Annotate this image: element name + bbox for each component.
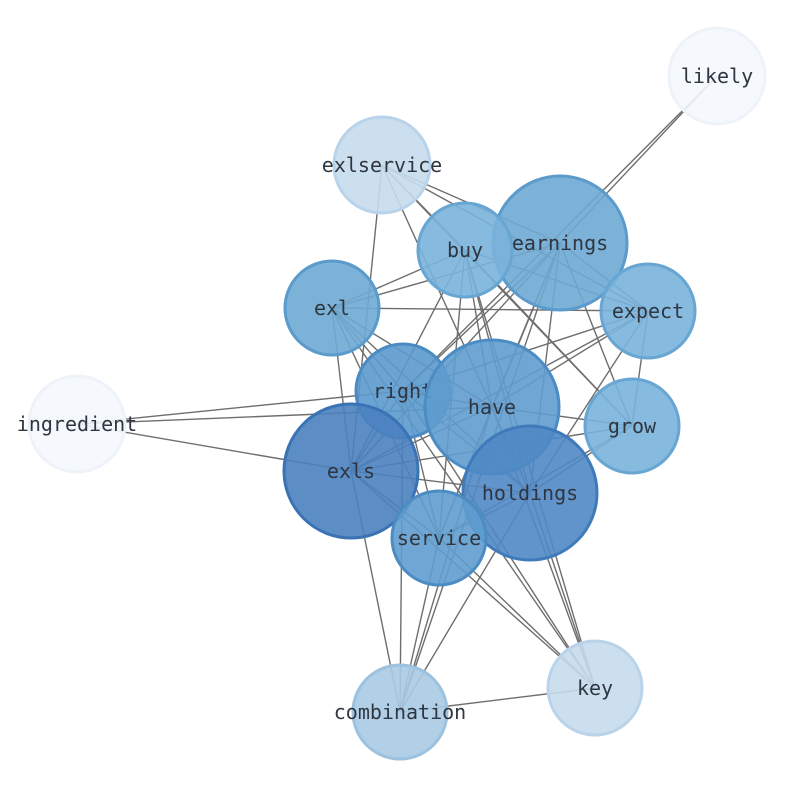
node-label-earnings: earnings (512, 231, 608, 255)
node-label-combination: combination (334, 700, 466, 724)
node-label-buy: buy (447, 238, 483, 262)
edge-expect-exl (331, 307, 649, 312)
node-circle-buy (416, 201, 514, 299)
node-exlservice: exlservice (322, 115, 442, 215)
node-layer: likely exlservice earnings buy expect exl righ… (17, 26, 767, 761)
node-circle-combination (351, 663, 449, 761)
node-circle-holdings (461, 424, 599, 562)
node-label-likely: likely (681, 64, 753, 88)
node-circle-ingredient (27, 374, 127, 474)
node-circle-exlservice (332, 115, 432, 215)
node-circle-exl (283, 259, 381, 357)
node-label-grow: grow (608, 414, 657, 438)
node-label-have: have (468, 395, 516, 419)
node-label-key: key (577, 676, 613, 700)
node-expect: expect (599, 262, 697, 360)
node-earnings: earnings (491, 174, 629, 312)
node-label-holdings: holdings (482, 481, 578, 505)
node-exls: exls (282, 402, 420, 540)
node-label-right: right (373, 379, 433, 403)
node-circle-service (390, 489, 488, 587)
node-circle-expect (599, 262, 697, 360)
node-ingredient: ingredient (17, 374, 137, 474)
node-likely: likely (667, 26, 767, 126)
node-label-expect: expect (612, 299, 684, 323)
node-grow: grow (583, 377, 681, 475)
node-label-ingredient: ingredient (17, 412, 137, 436)
node-label-exl: exl (314, 296, 350, 320)
node-key: key (546, 639, 644, 737)
node-exl: exl (283, 259, 381, 357)
node-combination: combination (334, 663, 466, 761)
node-circle-grow (583, 377, 681, 475)
node-label-exlservice: exlservice (322, 153, 442, 177)
node-buy: buy (416, 201, 514, 299)
node-circle-likely (667, 26, 767, 126)
node-label-service: service (397, 526, 481, 550)
node-holdings: holdings (461, 424, 599, 562)
edge-right-ingredient (76, 390, 404, 425)
node-service: service (390, 489, 488, 587)
node-circle-exls (282, 402, 420, 540)
node-circle-key (546, 639, 644, 737)
node-label-exls: exls (327, 459, 375, 483)
